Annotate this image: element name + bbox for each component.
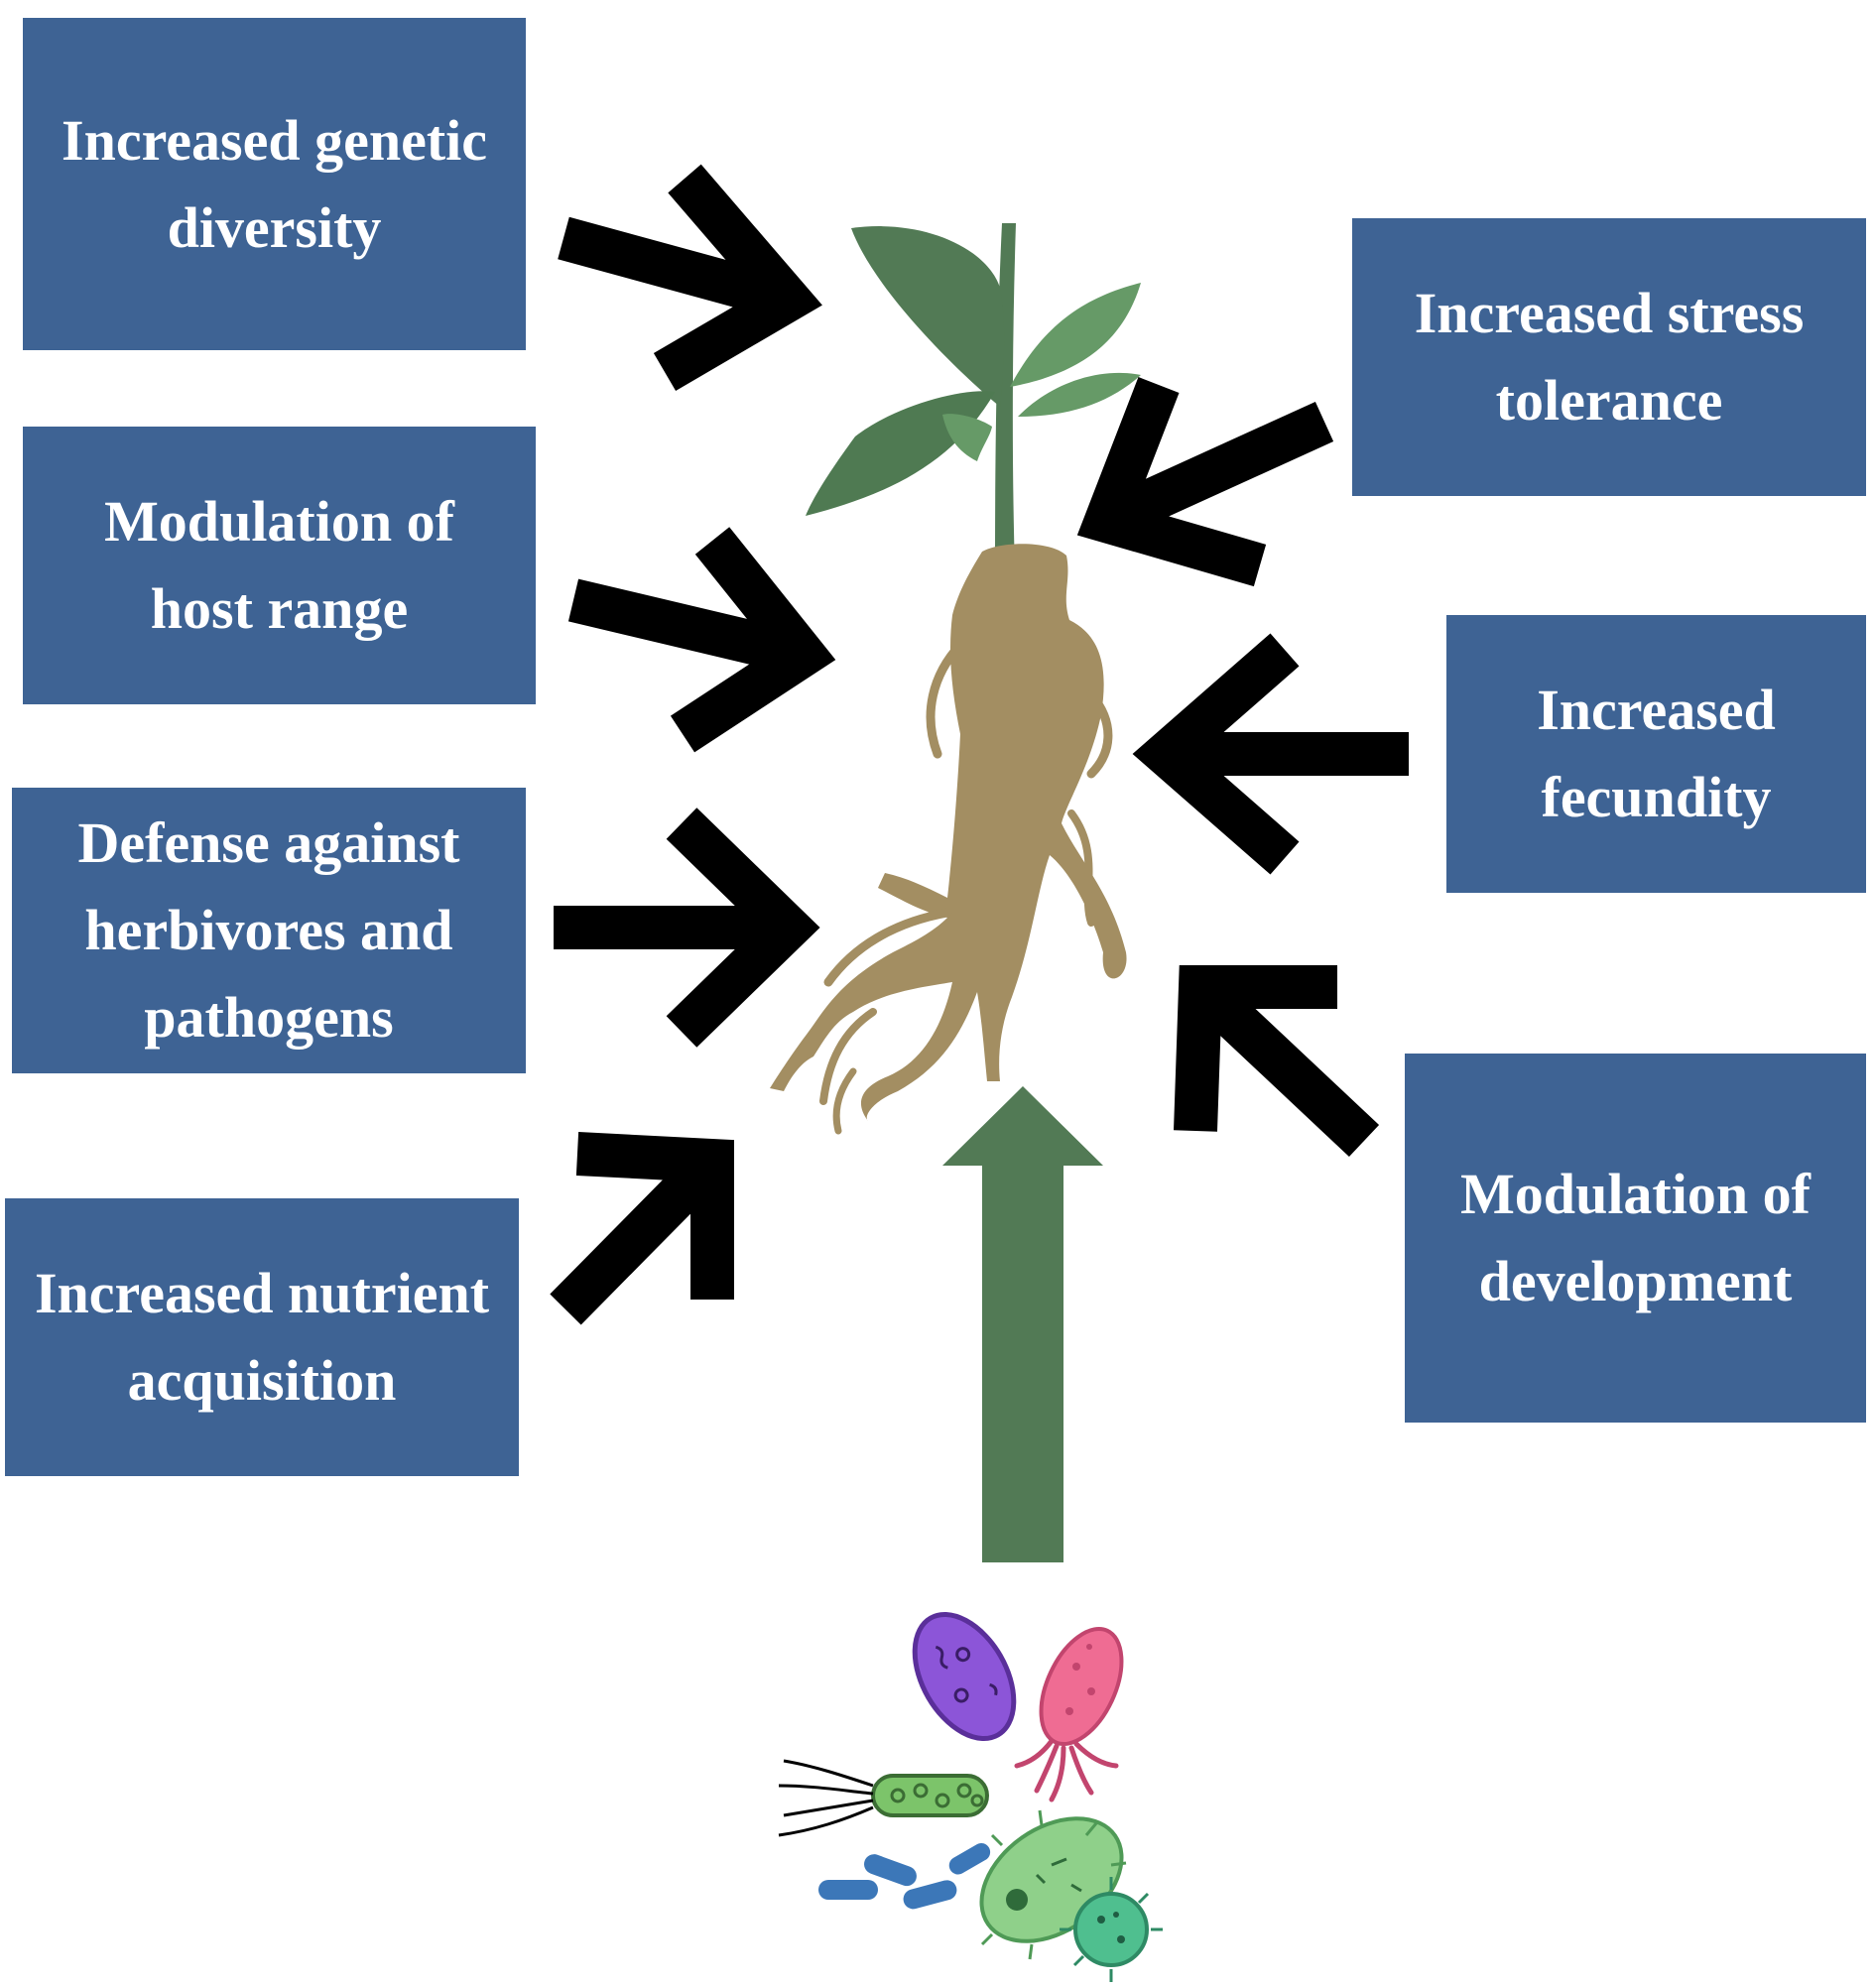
box-line: Increased nutrient (34, 1261, 490, 1325)
teal-coccus (1060, 1877, 1163, 1982)
box-host-range-text: Modulation of host range (104, 478, 454, 653)
box-genetic-diversity-text: Increased genetic diversity (62, 97, 487, 272)
root-tendril (926, 640, 965, 759)
box-genetic-diversity: Increased genetic diversity (23, 18, 526, 350)
box-line: acquisition (127, 1348, 397, 1413)
ginseng-plant-icon (770, 223, 1141, 1135)
arrow-development (1174, 965, 1380, 1158)
leaf (1018, 372, 1141, 417)
box-line: Increased (1537, 678, 1776, 742)
box-line: Modulation of (1460, 1162, 1811, 1226)
green-rod-bacterium (778, 1759, 989, 1837)
box-line: pathogens (144, 985, 394, 1050)
box-line: herbivores and (84, 898, 453, 962)
box-fecundity: Increased fecundity (1446, 615, 1866, 893)
arrow-host-range (567, 527, 836, 753)
box-fecundity-text: Increased fecundity (1537, 667, 1776, 841)
box-line: tolerance (1495, 368, 1723, 433)
root-tendril (1086, 689, 1113, 779)
box-line: fecundity (1541, 765, 1772, 829)
box-nutrient-text: Increased nutrient acquisition (35, 1250, 489, 1425)
soil-microbes-icon (778, 1611, 1163, 1982)
box-defense-text: Defense against herbivores and pathogens (77, 800, 459, 1061)
box-development-text: Modulation of development (1460, 1151, 1811, 1325)
box-line: development (1478, 1249, 1793, 1313)
arrow-microbes-to-plant (942, 1086, 1103, 1562)
arrow-nutrient (550, 1132, 734, 1325)
box-line: Increased genetic (62, 107, 487, 173)
box-defense: Defense against herbivores and pathogens (12, 788, 526, 1073)
box-stress-text: Increased stress tolerance (1415, 270, 1805, 444)
root-tendril (823, 908, 952, 987)
root-tendril (1067, 809, 1095, 927)
purple-bacterium (912, 1611, 1017, 1742)
box-line: Defense against (77, 810, 460, 875)
pink-bacterium (1014, 1627, 1124, 1802)
root-tendril (819, 1008, 877, 1105)
box-line: Increased stress (1414, 281, 1805, 345)
box-line: Modulation of (104, 489, 454, 554)
arrow-defense (554, 808, 820, 1048)
box-stress: Increased stress tolerance (1352, 218, 1866, 496)
root-tendril (832, 1067, 857, 1135)
leaf (1010, 283, 1141, 387)
leaf (942, 414, 992, 461)
arrow-genetic-diversity (558, 164, 822, 391)
box-line: host range (150, 576, 409, 641)
blue-rod-bacteria (818, 1843, 991, 1910)
plant-root (770, 544, 1127, 1121)
box-line: diversity (167, 194, 382, 260)
arrows (550, 164, 1409, 1325)
leaf (851, 226, 1005, 407)
arrow-stress (1076, 377, 1334, 587)
box-development: Modulation of development (1405, 1054, 1866, 1423)
box-host-range: Modulation of host range (23, 427, 536, 704)
arrow-fecundity (1132, 633, 1409, 875)
box-nutrient: Increased nutrient acquisition (5, 1198, 519, 1476)
